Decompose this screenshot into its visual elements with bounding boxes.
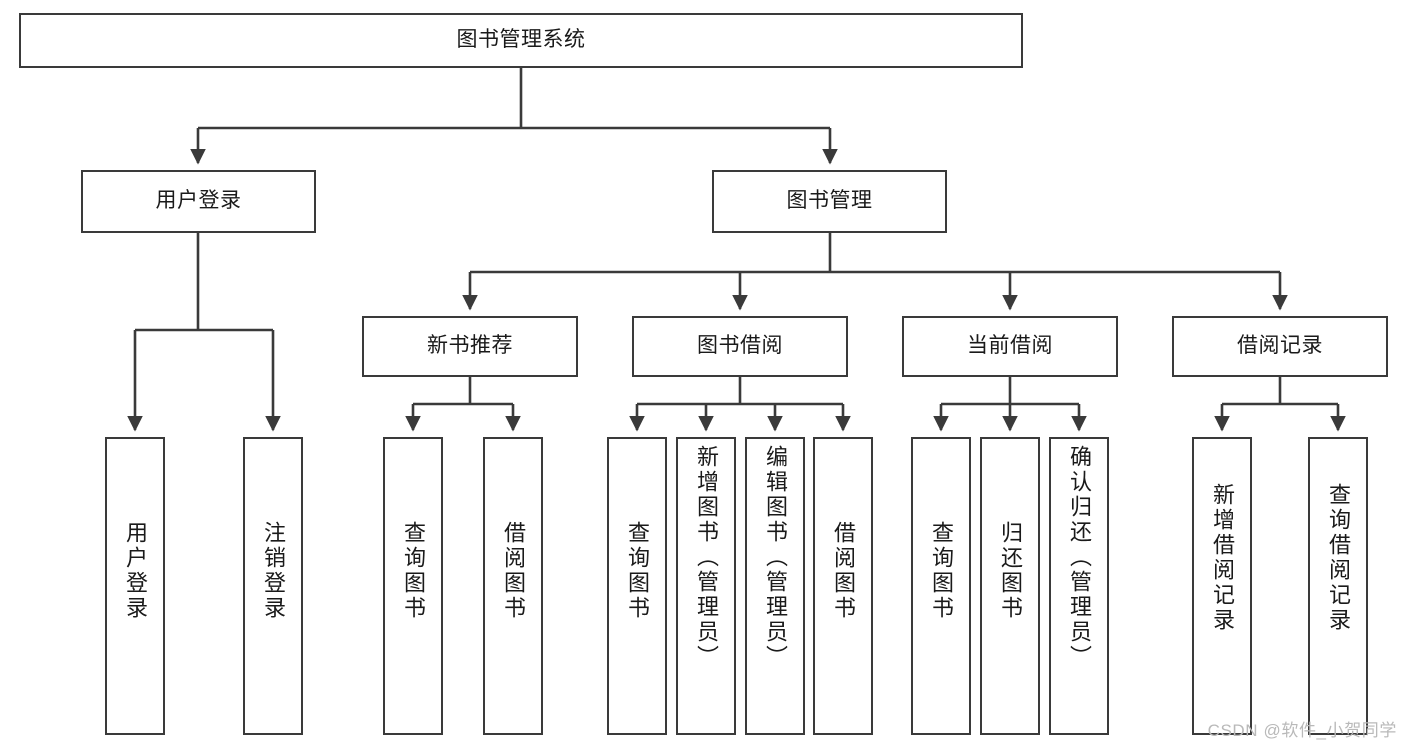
leaf-borrow-book-borrow-label: 借阅图书 — [831, 521, 856, 621]
node-borrow-record[interactable]: 借阅记录 — [1172, 316, 1388, 377]
node-new-book-recommend-label: 新书推荐 — [427, 334, 513, 358]
leaf-confirm-return[interactable]: 确认归还（管理员） — [1049, 437, 1109, 735]
node-current-borrow-label: 当前借阅 — [967, 334, 1053, 358]
leaf-add-borrow-record[interactable]: 新增借阅记录 — [1192, 437, 1252, 735]
leaf-edit-book-label: 编辑图书（管理员） — [763, 445, 788, 670]
leaf-logout-label: 注销登录 — [261, 521, 286, 621]
csdn-watermark: CSDN @软件_小贺同学 — [1207, 721, 1397, 740]
leaf-query-book-borrow-label: 查询图书 — [625, 521, 650, 621]
leaf-query-book-recommend[interactable]: 查询图书 — [383, 437, 443, 735]
node-book-manage-label: 图书管理 — [786, 189, 873, 213]
leaf-query-book-borrow[interactable]: 查询图书 — [607, 437, 667, 735]
node-current-borrow[interactable]: 当前借阅 — [902, 316, 1118, 377]
node-new-book-recommend[interactable]: 新书推荐 — [362, 316, 578, 377]
node-book-borrow-label: 图书借阅 — [697, 334, 783, 358]
leaf-logout[interactable]: 注销登录 — [243, 437, 303, 735]
leaf-borrow-book-recommend-label: 借阅图书 — [501, 521, 526, 621]
leaf-query-book-recommend-label: 查询图书 — [401, 521, 426, 621]
node-book-manage[interactable]: 图书管理 — [712, 170, 947, 233]
leaf-borrow-book-borrow[interactable]: 借阅图书 — [813, 437, 873, 735]
leaf-query-borrow-record[interactable]: 查询借阅记录 — [1308, 437, 1368, 735]
leaf-add-book-label: 新增图书（管理员） — [694, 445, 719, 670]
node-user-login-label: 用户登录 — [155, 189, 242, 213]
node-root-label: 图书管理系统 — [456, 28, 586, 52]
node-borrow-record-label: 借阅记录 — [1237, 334, 1323, 358]
leaf-add-book[interactable]: 新增图书（管理员） — [676, 437, 736, 735]
leaf-query-book-current-label: 查询图书 — [929, 521, 954, 621]
node-root[interactable]: 图书管理系统 — [19, 13, 1023, 68]
leaf-return-book[interactable]: 归还图书 — [980, 437, 1040, 735]
leaf-borrow-book-recommend[interactable]: 借阅图书 — [483, 437, 543, 735]
leaf-edit-book[interactable]: 编辑图书（管理员） — [745, 437, 805, 735]
node-book-borrow[interactable]: 图书借阅 — [632, 316, 848, 377]
leaf-user-login[interactable]: 用户登录 — [105, 437, 165, 735]
leaf-query-borrow-record-label: 查询借阅记录 — [1326, 483, 1351, 633]
leaf-query-book-current[interactable]: 查询图书 — [911, 437, 971, 735]
node-user-login[interactable]: 用户登录 — [81, 170, 316, 233]
leaf-user-login-label: 用户登录 — [123, 521, 148, 621]
leaf-confirm-return-label: 确认归还（管理员） — [1067, 445, 1092, 670]
leaf-add-borrow-record-label: 新增借阅记录 — [1210, 483, 1235, 633]
leaf-return-book-label: 归还图书 — [998, 521, 1023, 621]
